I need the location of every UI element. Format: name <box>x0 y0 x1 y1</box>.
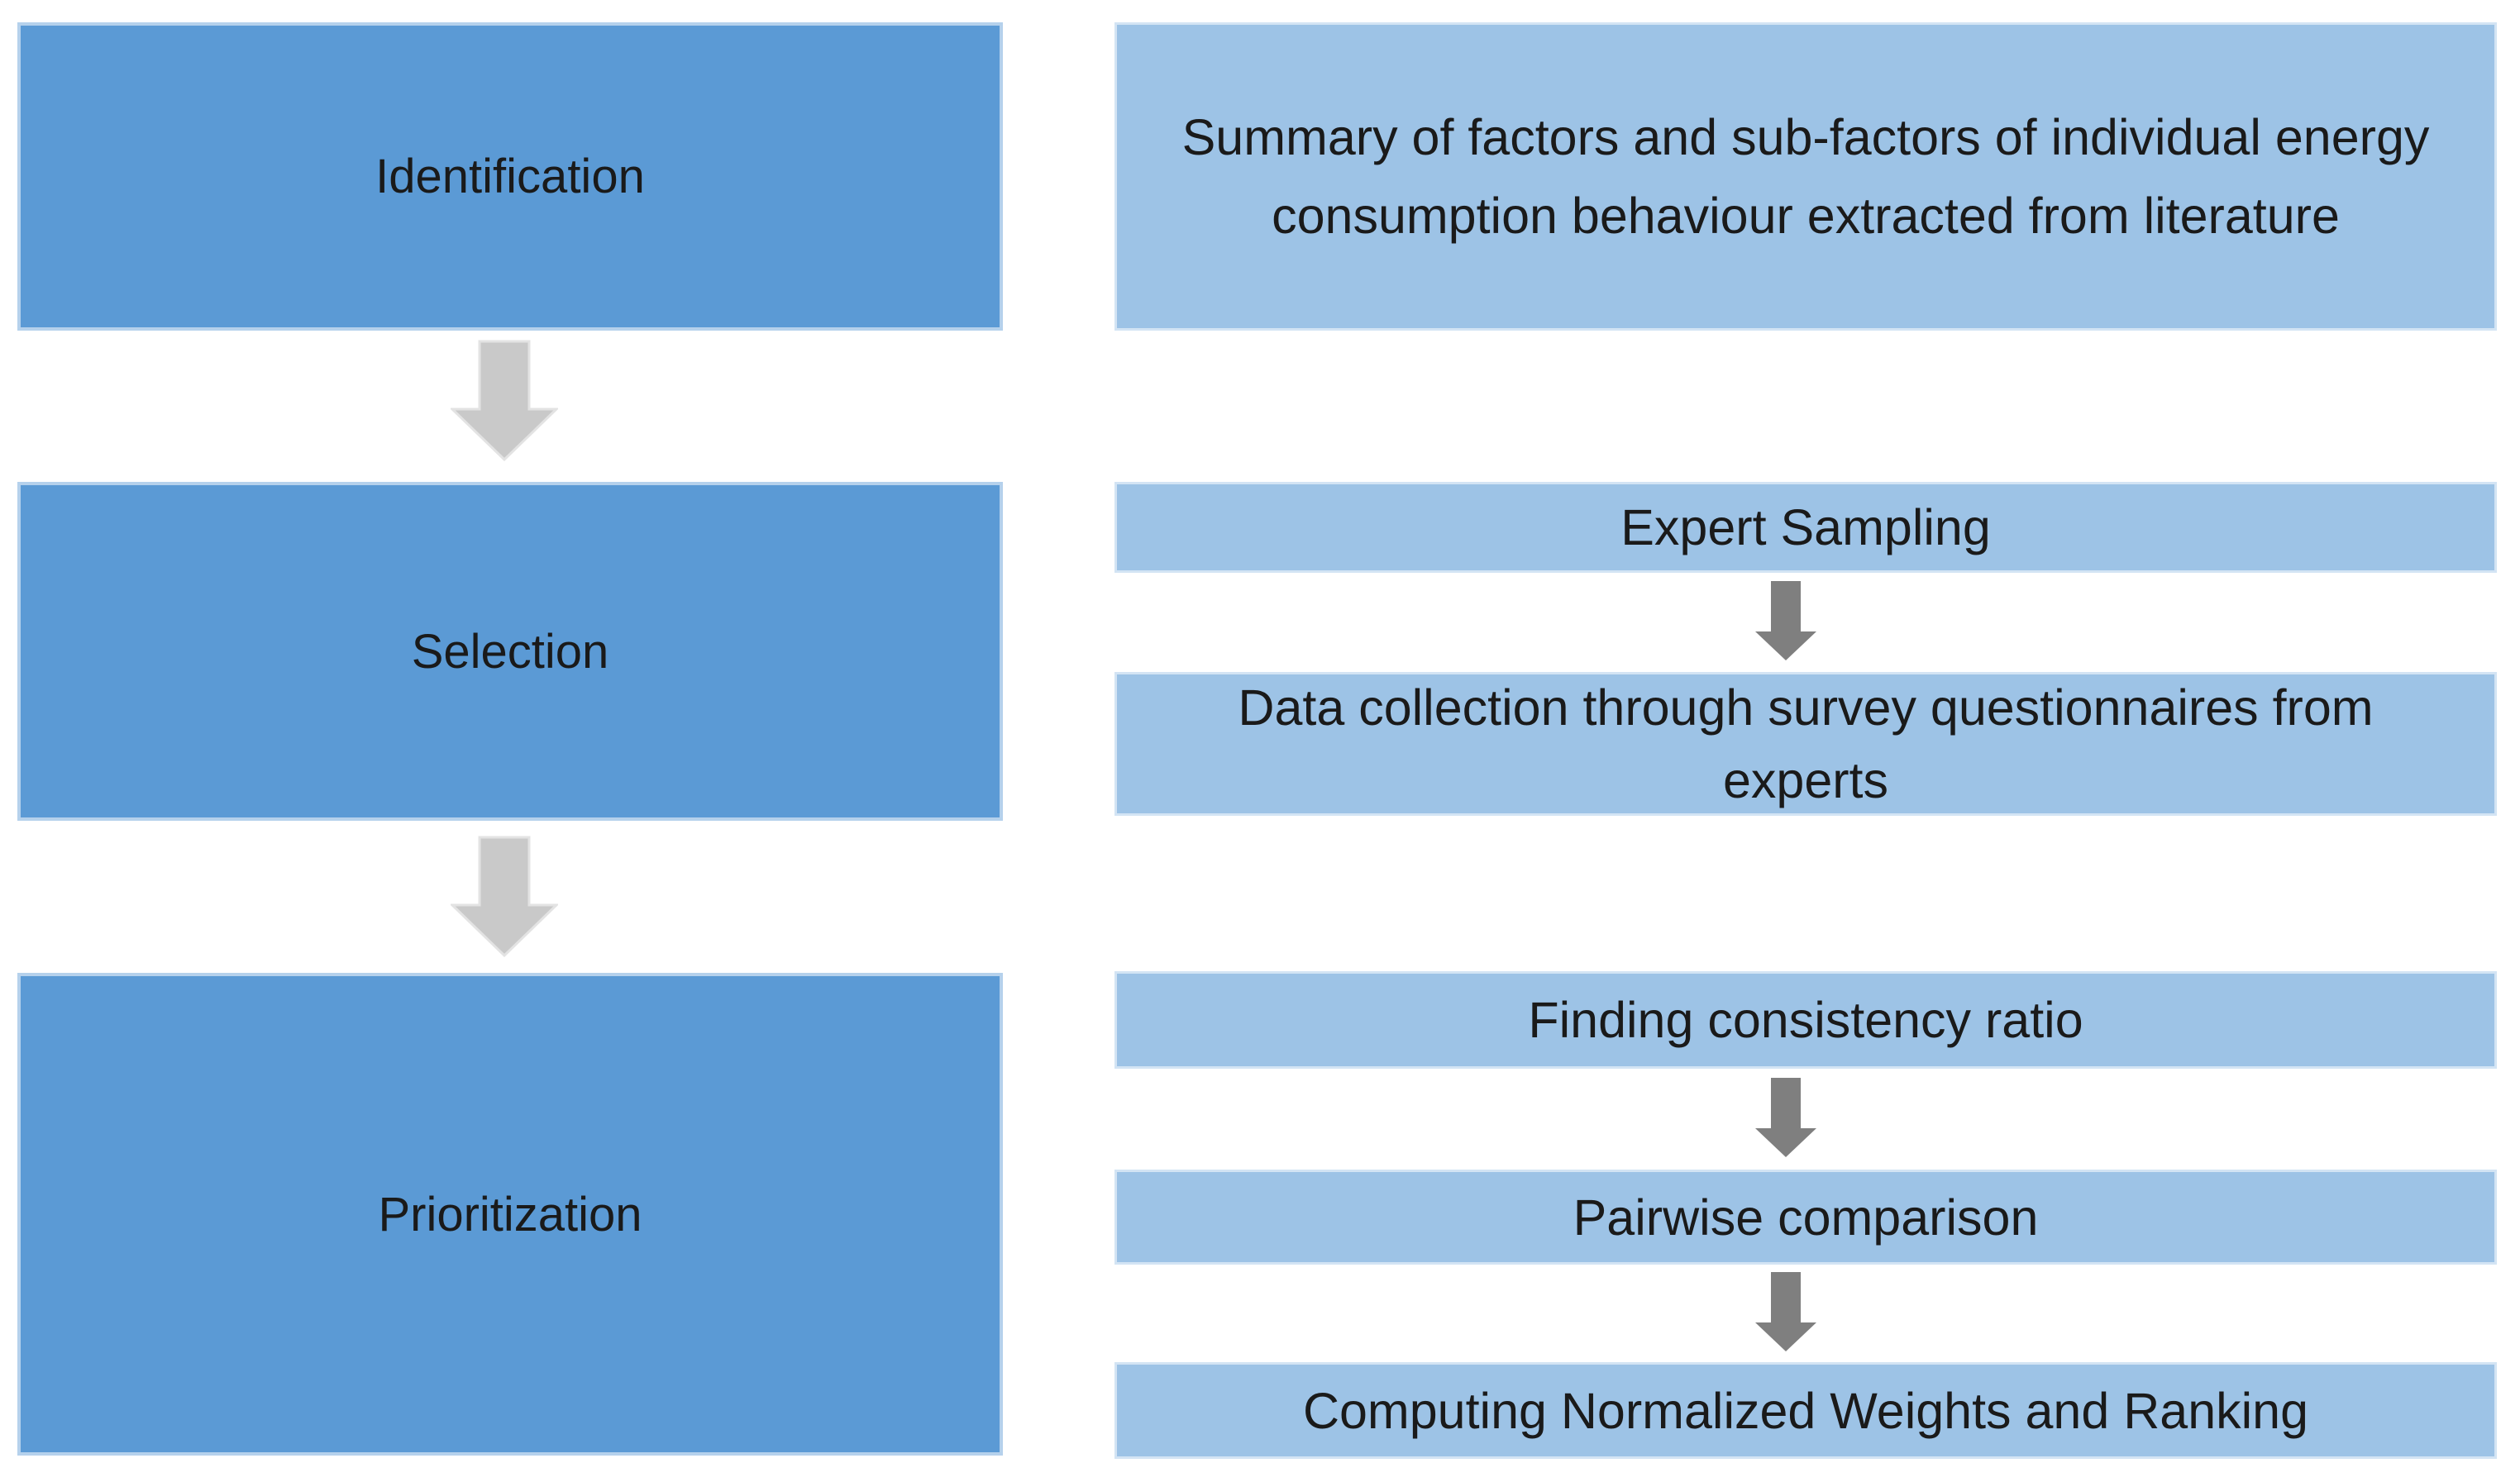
down-arrow-icon <box>1755 1272 1816 1351</box>
detail-label-expert-sampling: Expert Sampling <box>1620 499 1991 555</box>
detail-box-pairwise-comparison: Pairwise comparison <box>1114 1170 2497 1265</box>
detail-label-summary: Summary of factors and sub-factors of in… <box>1181 108 2430 244</box>
stage-label-identification: Identification <box>375 150 645 203</box>
detail-box-summary: Summary of factors and sub-factors of in… <box>1114 22 2497 331</box>
detail-box-normalized-weights: Computing Normalized Weights and Ranking <box>1114 1362 2497 1459</box>
stage-box-identification: Identification <box>17 22 1003 331</box>
detail-box-expert-sampling: Expert Sampling <box>1114 482 2497 573</box>
down-arrow-icon <box>451 836 558 957</box>
detail-box-consistency-ratio: Finding consistency ratio <box>1114 971 2497 1069</box>
detail-label-consistency-ratio: Finding consistency ratio <box>1528 992 2083 1048</box>
detail-label-normalized-weights: Computing Normalized Weights and Ranking <box>1302 1382 2309 1439</box>
down-arrow-icon <box>1755 581 1816 660</box>
stage-box-prioritization: Prioritization <box>17 973 1003 1456</box>
stage-box-selection: Selection <box>17 482 1003 821</box>
detail-label-pairwise-comparison: Pairwise comparison <box>1573 1189 2039 1246</box>
detail-label-data-collection: Data collection through survey questionn… <box>1238 679 2374 808</box>
stage-label-selection: Selection <box>411 624 609 679</box>
stage-label-prioritization: Prioritization <box>378 1187 642 1241</box>
detail-box-data-collection: Data collection through survey questionn… <box>1114 672 2497 816</box>
down-arrow-icon <box>451 340 558 461</box>
down-arrow-icon <box>1755 1078 1816 1157</box>
